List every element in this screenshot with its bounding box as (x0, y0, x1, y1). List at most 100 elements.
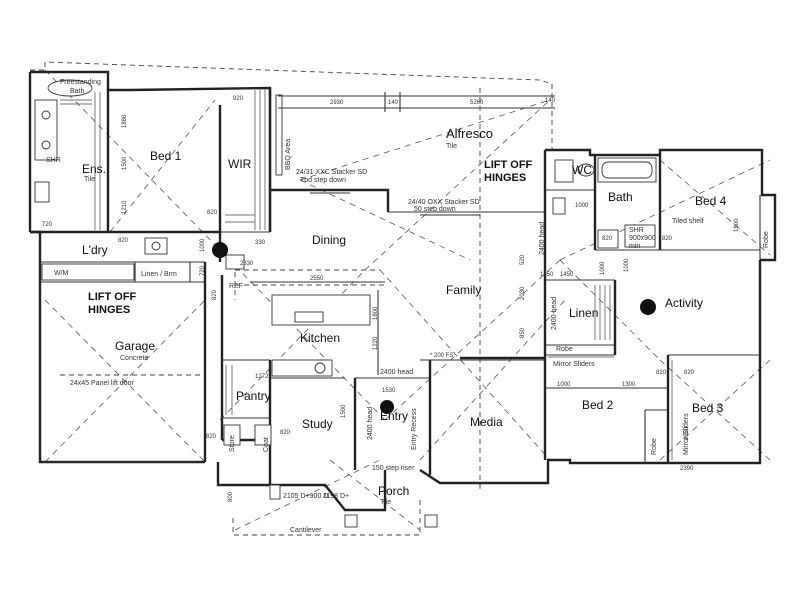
note-step-down-2: 50 step down (414, 206, 456, 213)
note-freestanding-bath: Freestanding (60, 79, 101, 86)
note-head-a: 2400 head (539, 222, 546, 255)
dim-820e: 820 (280, 430, 291, 436)
notes: Freestanding Bath Tile Tile Tile Concret… (46, 79, 704, 534)
note-mirror-sliders-2: Mirror Sliders (683, 413, 690, 455)
room-ref: REF (229, 283, 243, 290)
dim-820a: 820 (118, 238, 129, 244)
note-door-1198: 1198 D+ (323, 493, 349, 500)
room-porch: Porch (378, 484, 409, 498)
room-study: Study (302, 417, 333, 431)
dim-720: 720 (42, 222, 53, 228)
dim-2930: 2930 (330, 100, 344, 106)
marker-dot-laundry (212, 242, 228, 258)
dim-1220: 1220 (373, 336, 379, 350)
dim-820f: 820 (206, 434, 217, 440)
room-store: Store (229, 435, 236, 452)
note-concrete: Concrete (120, 355, 149, 362)
dim-1000a: 1000 (200, 238, 206, 252)
note-shr-3: min (629, 243, 640, 250)
dim-1000d: 1000 (624, 258, 630, 272)
room-kitchen: Kitchen (300, 331, 340, 345)
room-robe-1: Robe (556, 346, 573, 353)
dim-1000c: 1000 (575, 203, 589, 209)
dim-2320: 2320 (684, 426, 690, 440)
dim-1272: 1272" (255, 374, 270, 380)
room-robe-bed2: Robe (651, 438, 658, 455)
room-linen: Linen (569, 306, 598, 320)
roof-outline (30, 61, 553, 536)
room-bath: Bath (608, 190, 633, 204)
note-freestanding-bath-2: Bath (70, 88, 85, 95)
note-shr-ens: SHR (46, 157, 61, 164)
note-stacker-1: 24/31 XXC Stacker SD (296, 169, 367, 176)
exterior-walls (28, 70, 777, 512)
dim-850: 850 (520, 327, 526, 338)
dim-2330: 2330 (240, 261, 254, 267)
dim-1300: 1300 (622, 382, 636, 388)
room-pantry: Pantry (236, 389, 271, 403)
room-coat: Coat (263, 437, 270, 452)
dim-520: 520 (520, 254, 526, 265)
dim-1800: 1800 (373, 306, 379, 320)
dim-820g: 820 (602, 236, 613, 242)
room-bed4: Bed 4 (695, 194, 727, 208)
note-tile-porch: Tile (380, 499, 391, 506)
note-door-2105: 2105 D+900 D (283, 493, 328, 500)
dim-5260: 5260 (470, 100, 484, 106)
note-tile-ens: Tile (84, 176, 95, 183)
note-entry-recess: Entry Recess (411, 408, 418, 450)
note-tiled-shelf: Tiled shelf (672, 218, 704, 225)
dim-1530: 1530 (382, 388, 396, 394)
note-wm: W/M (54, 270, 69, 277)
room-activity: Activity (665, 296, 703, 310)
dim-820i: 820 (656, 370, 667, 376)
dim-1000g: 1000 (557, 382, 571, 388)
note-cantilever: Cantilever (290, 527, 322, 534)
room-entry: Entry (380, 409, 408, 423)
room-ens: Ens. (82, 162, 106, 176)
dim-2390: 2390 (680, 466, 694, 472)
note-bbq-area: BBQ Area (285, 139, 292, 170)
room-bed2: Bed 2 (582, 398, 614, 412)
room-family: Family (446, 283, 481, 297)
dim-2650: * 200 FS (430, 353, 453, 359)
dim-2030: 2030 (520, 286, 526, 300)
dim-330: 330 (255, 240, 266, 246)
dim-140: 140 (388, 100, 399, 106)
note-stacker-2: 24/40 OXX Stacker SD (408, 199, 480, 206)
dim-720b: 720 (200, 265, 206, 276)
room-linen-brm: Linen / Brm (141, 271, 177, 278)
dim-1450: 1450 (560, 272, 574, 278)
note-shr: SHR (629, 227, 644, 234)
dim-820h: 820 (662, 236, 673, 242)
dim-820j: 820 (684, 370, 695, 376)
marker-dot-entry (380, 400, 394, 414)
dim-2550: 2550 (310, 276, 324, 282)
dimension-labels: 2930 140 5260 140 920 1880 1500 1210 820… (42, 96, 740, 502)
dim-1000e: 1000 (600, 261, 606, 275)
room-wir: WIR (228, 157, 252, 171)
dim-920: 920 (233, 96, 244, 102)
fixtures (34, 79, 673, 528)
dim-800: 800 (228, 491, 234, 502)
note-step-riser: 150 step riser (372, 465, 415, 472)
room-ldry: L'dry (82, 243, 108, 257)
dim-820b: 820 (207, 210, 218, 216)
room-alfresco: Alfresco (446, 126, 493, 141)
room-robe-bed4: Robe (763, 231, 770, 248)
room-bed1: Bed 1 (150, 149, 182, 163)
room-dining: Dining (312, 233, 346, 247)
room-labels: Bed 1 Ens. WIR L'dry Linen / Brm Garage … (82, 126, 770, 498)
interior-walls (30, 88, 761, 485)
dim-1500b: 1500 (341, 404, 347, 418)
room-garage: Garage (115, 339, 155, 353)
dim-1210: 1210 (122, 200, 128, 214)
dimension-lines (250, 92, 555, 375)
dim-1800b: 1800 (734, 218, 740, 232)
dim-820d: 820 (212, 289, 218, 300)
note-tile-alfresco: Tile (446, 143, 457, 150)
